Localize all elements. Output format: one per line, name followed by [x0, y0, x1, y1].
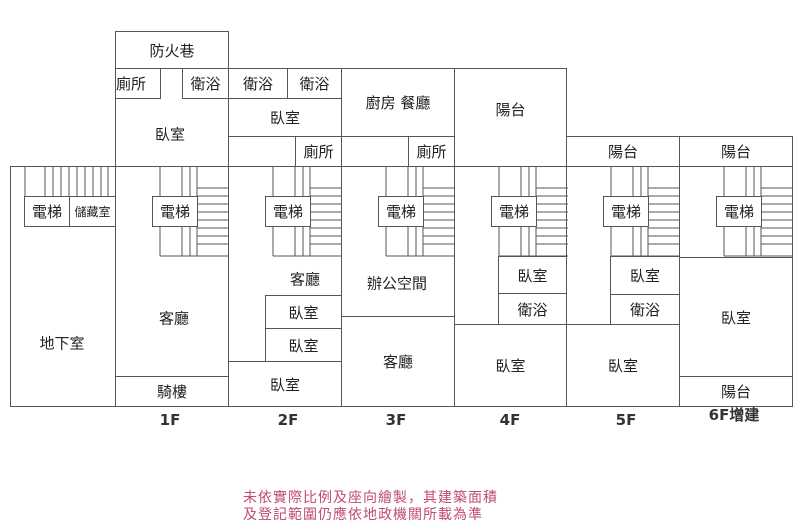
5f-balcony: 陽台 — [566, 136, 680, 167]
5f-bedroom-b: 臥室 — [566, 324, 680, 407]
6f-balcony-top: 陽台 — [679, 136, 793, 167]
5f-elevator: 電梯 — [603, 196, 649, 227]
disclaimer-line-1: 未依實際比例及座向繪製，其建築面積 — [243, 490, 498, 506]
3f-kitchen-dining: 廚房 餐廳 — [341, 68, 455, 137]
floor-label-1f: 1F — [159, 411, 181, 429]
6f-elevator: 電梯 — [716, 196, 762, 227]
floor-label-5f: 5F — [615, 411, 637, 429]
disclaimer-line-2: 及登記範圍仍應依地政機關所載為準 — [243, 507, 483, 523]
3f-toilet: 廁所 — [408, 136, 455, 167]
2f-elevator: 電梯 — [265, 196, 311, 227]
floor-label-4f: 4F — [499, 411, 521, 429]
4f-elevator: 電梯 — [491, 196, 537, 227]
1f-fire-lane: 防火巷 — [115, 31, 229, 69]
3f-office: 辦公空間 — [366, 274, 428, 293]
floor-label-3f: 3F — [385, 411, 407, 429]
b1-elevator: 電梯 — [24, 196, 70, 227]
2f-bath-2: 衛浴 — [287, 68, 342, 99]
b1-storage: 儲藏室 — [69, 196, 116, 227]
3f-living: 客廳 — [341, 316, 455, 407]
6f-balcony-bottom: 陽台 — [679, 376, 793, 407]
6f-bedroom: 臥室 — [679, 257, 793, 377]
3f-elevator: 電梯 — [378, 196, 424, 227]
4f-balcony: 陽台 — [454, 68, 567, 167]
4f-bedroom-a: 臥室 — [498, 256, 567, 294]
4f-bath: 衛浴 — [498, 293, 567, 325]
floor-label-6f: 6F增建 — [708, 406, 760, 424]
2f-bath-1: 衛浴 — [228, 68, 288, 99]
2f-bedroom-a: 臥室 — [265, 295, 342, 329]
1f-arcade: 騎樓 — [115, 376, 229, 407]
4f-bedroom-b: 臥室 — [454, 324, 567, 407]
floor-label-2f: 2F — [277, 411, 299, 429]
1f-toilet: 廁所 — [115, 68, 161, 99]
2f-bedroom-b: 臥室 — [265, 328, 342, 362]
basement-label: 地下室 — [39, 334, 85, 353]
2f-bedroom-top: 臥室 — [228, 98, 342, 137]
2f-bedroom-c: 臥室 — [228, 361, 342, 407]
5f-bath: 衛浴 — [610, 294, 680, 325]
1f-living: 客廳 — [158, 309, 190, 328]
1f-elevator: 電梯 — [152, 196, 198, 227]
2f-toilet: 廁所 — [295, 136, 342, 167]
1f-bath: 衛浴 — [182, 68, 229, 99]
5f-bedroom-a: 臥室 — [610, 256, 680, 295]
1f-bedroom: 臥室 — [154, 125, 186, 144]
2f-living: 客廳 — [289, 270, 321, 289]
